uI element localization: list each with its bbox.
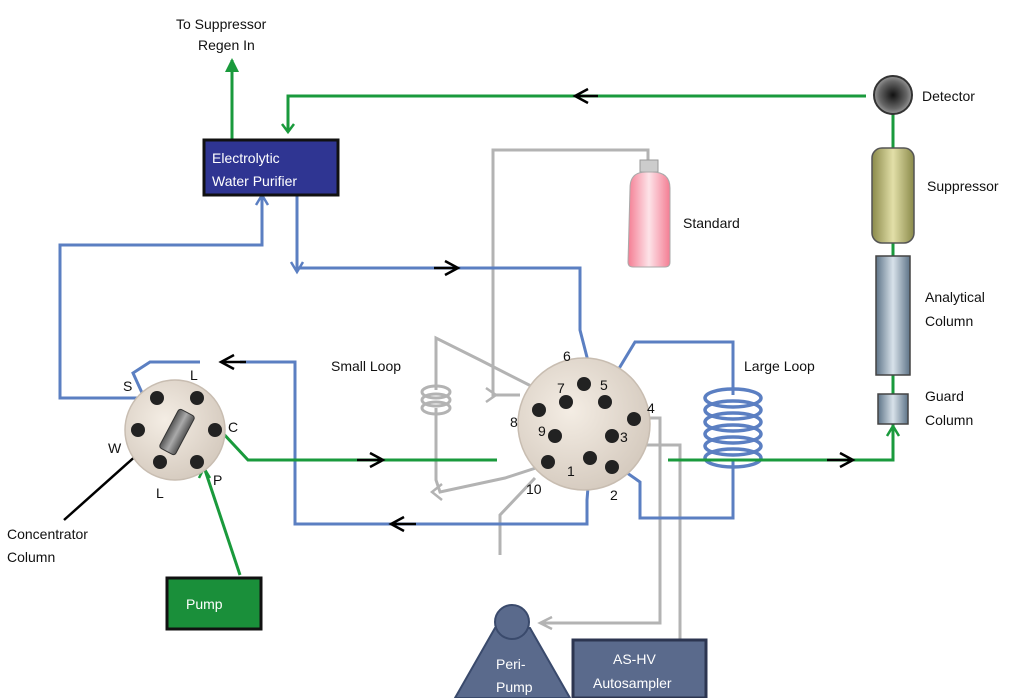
guard-label-line2: Column xyxy=(925,412,973,428)
suppressor-column xyxy=(871,147,915,244)
right-port-4: 4 xyxy=(647,400,655,416)
analytical-column xyxy=(875,255,911,376)
blue-arrow xyxy=(289,261,305,275)
ewp-label-line1: Electrolytic xyxy=(212,150,280,166)
left-port-w: W xyxy=(108,440,122,456)
blue-tubing xyxy=(58,195,735,526)
left-port-c: C xyxy=(228,419,238,435)
peri-label-line1: Peri- xyxy=(496,656,526,672)
gray-arrow xyxy=(429,483,443,501)
peri-pump xyxy=(453,604,572,698)
guard-label-line1: Guard xyxy=(925,388,964,404)
green-arrow xyxy=(281,123,295,135)
standard-bottle xyxy=(627,159,671,268)
concentrator-column xyxy=(159,408,195,456)
guard-column xyxy=(877,393,909,425)
pump-box xyxy=(165,576,263,631)
large-loop-label: Large Loop xyxy=(744,358,815,374)
suppressor-regen-label-line1: To Suppressor xyxy=(176,16,267,32)
right-port-6: 6 xyxy=(563,348,571,364)
large-loop-coil xyxy=(703,387,763,469)
detector-icon xyxy=(873,75,913,115)
concentrator-label-line1: Concentrator xyxy=(7,526,88,542)
green-arrow xyxy=(885,423,901,437)
green-arrow xyxy=(225,58,239,72)
detector-label: Detector xyxy=(922,88,975,104)
small-loop-coil xyxy=(420,384,452,416)
as-label-line1: AS-HV xyxy=(613,651,656,667)
left-port-l-top: L xyxy=(190,367,198,383)
concentrator-label-line2: Column xyxy=(7,549,55,565)
gray-arrow xyxy=(537,615,553,631)
right-port-7: 7 xyxy=(557,380,565,396)
left-valve xyxy=(124,379,226,481)
right-valve xyxy=(517,357,651,491)
electrolytic-water-purifier xyxy=(202,138,340,197)
suppressor-label: Suppressor xyxy=(927,178,999,194)
left-port-l-bottom: L xyxy=(156,485,164,501)
small-loop-label: Small Loop xyxy=(331,358,401,374)
gray-arrow xyxy=(485,386,499,404)
as-label-line2: Autosampler xyxy=(593,675,672,691)
analytical-label-line1: Analytical xyxy=(925,289,985,305)
right-port-2: 2 xyxy=(610,487,618,503)
ewp-label-line2: Water Purifier xyxy=(212,173,297,189)
autosampler-box xyxy=(571,638,708,698)
green-tubing xyxy=(157,60,895,576)
left-port-p: P xyxy=(213,472,222,488)
suppressor-regen-label-line2: Regen In xyxy=(198,37,255,53)
pump-label: Pump xyxy=(186,596,223,612)
analytical-label-line2: Column xyxy=(925,313,973,329)
right-port-5: 5 xyxy=(600,377,608,393)
right-port-10: 10 xyxy=(526,481,542,497)
standard-label: Standard xyxy=(683,215,740,231)
right-port-8: 8 xyxy=(510,414,518,430)
right-port-3: 3 xyxy=(620,429,628,445)
peri-label-line2: Pump xyxy=(496,679,533,695)
right-port-9: 9 xyxy=(538,423,546,439)
right-port-1: 1 xyxy=(567,463,575,479)
left-port-s: S xyxy=(123,378,132,394)
